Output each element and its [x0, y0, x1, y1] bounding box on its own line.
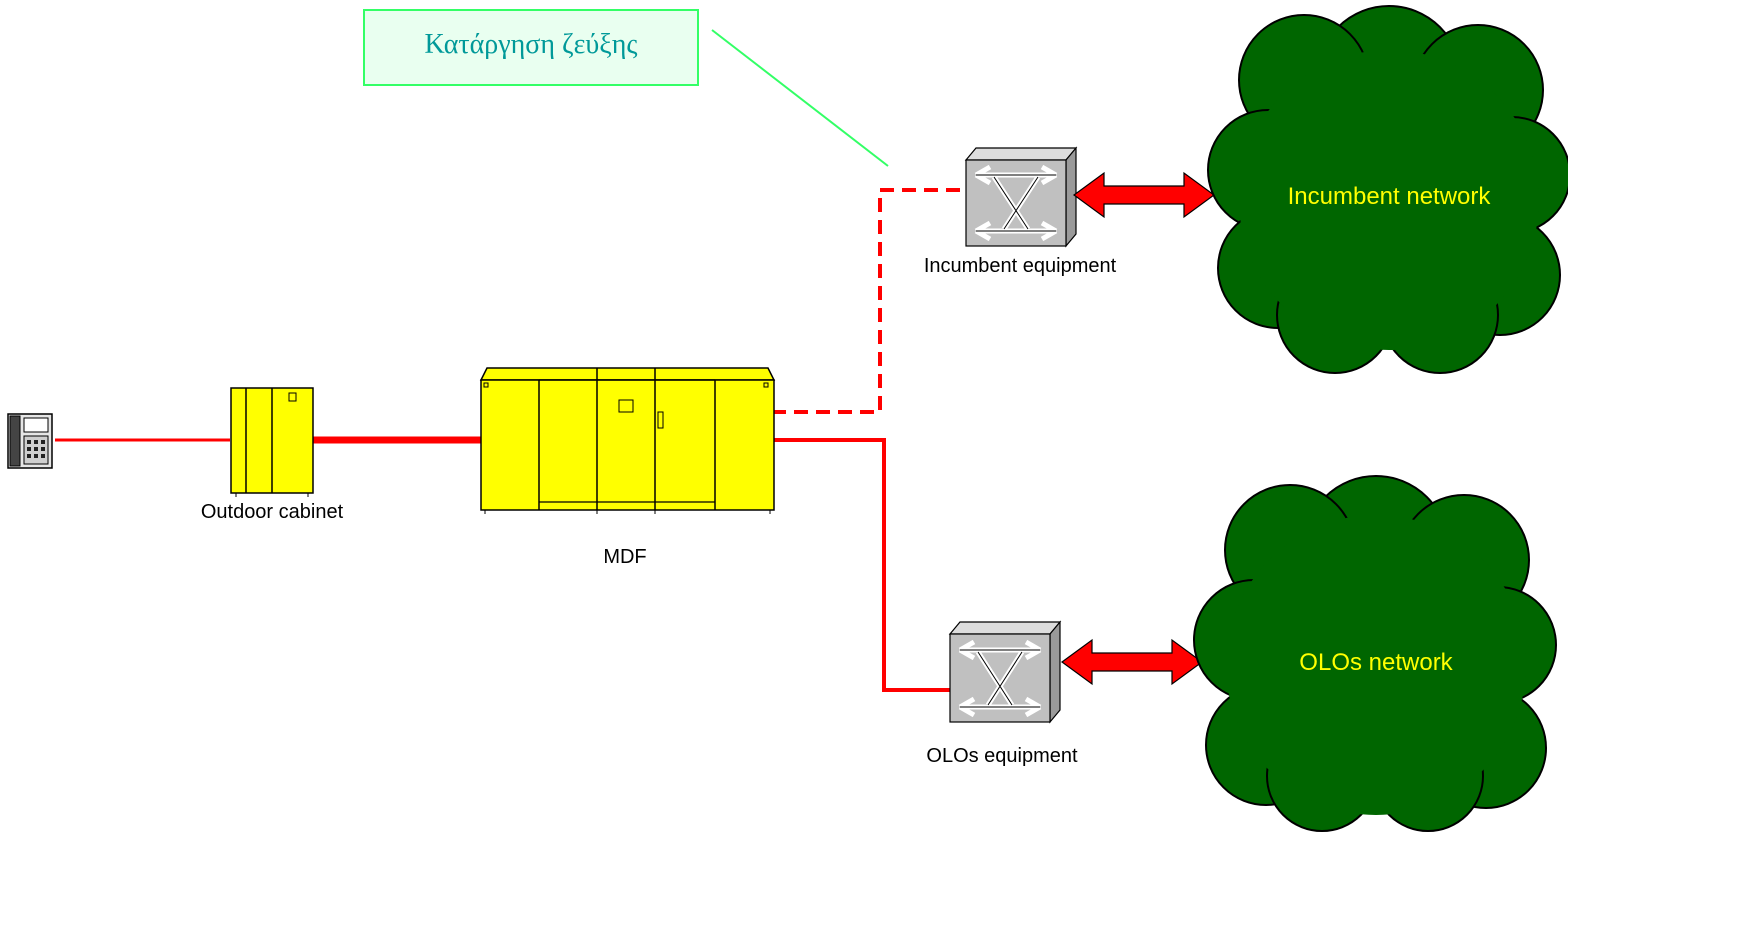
- mdf: MDF: [479, 367, 776, 568]
- incumbent-equipment-label: Incumbent equipment: [924, 255, 1117, 277]
- mdf-to-incumbent-dashed-line: [772, 188, 966, 414]
- network-diagram: Κατάργηση ζεύξης Outdoor cabinet: [7, 5, 1568, 832]
- incumbent-network-cloud: Incumbent network: [1207, 5, 1568, 374]
- callout-box: [363, 9, 699, 86]
- mdf-to-olos-line: [772, 438, 954, 692]
- mdf-label: MDF: [603, 546, 646, 568]
- callout-pointer: [711, 29, 889, 167]
- outdoor-cabinet-label: Outdoor cabinet: [201, 501, 344, 523]
- connections: [55, 188, 966, 692]
- switch-icon: [948, 620, 1062, 724]
- callout: Κατάργηση ζεύξης: [363, 9, 889, 167]
- olos-network-cloud: OLOs network: [1193, 475, 1557, 832]
- olos-network-label: OLOs network: [1299, 649, 1453, 676]
- callout-text: Κατάργηση ζεύξης: [425, 29, 638, 60]
- double-arrow-icon: [1060, 638, 1204, 686]
- incumbent-network-label: Incumbent network: [1288, 183, 1492, 210]
- olos-equipment-label: OLOs equipment: [926, 745, 1078, 767]
- outdoor-cabinet: Outdoor cabinet: [201, 387, 344, 523]
- double-arrow-icon: [1072, 171, 1216, 219]
- telephone-icon: [7, 413, 53, 469]
- olos-switch: OLOs equipment: [926, 620, 1078, 767]
- switch-icon: [964, 146, 1078, 248]
- incumbent-switch: Incumbent equipment: [924, 146, 1117, 277]
